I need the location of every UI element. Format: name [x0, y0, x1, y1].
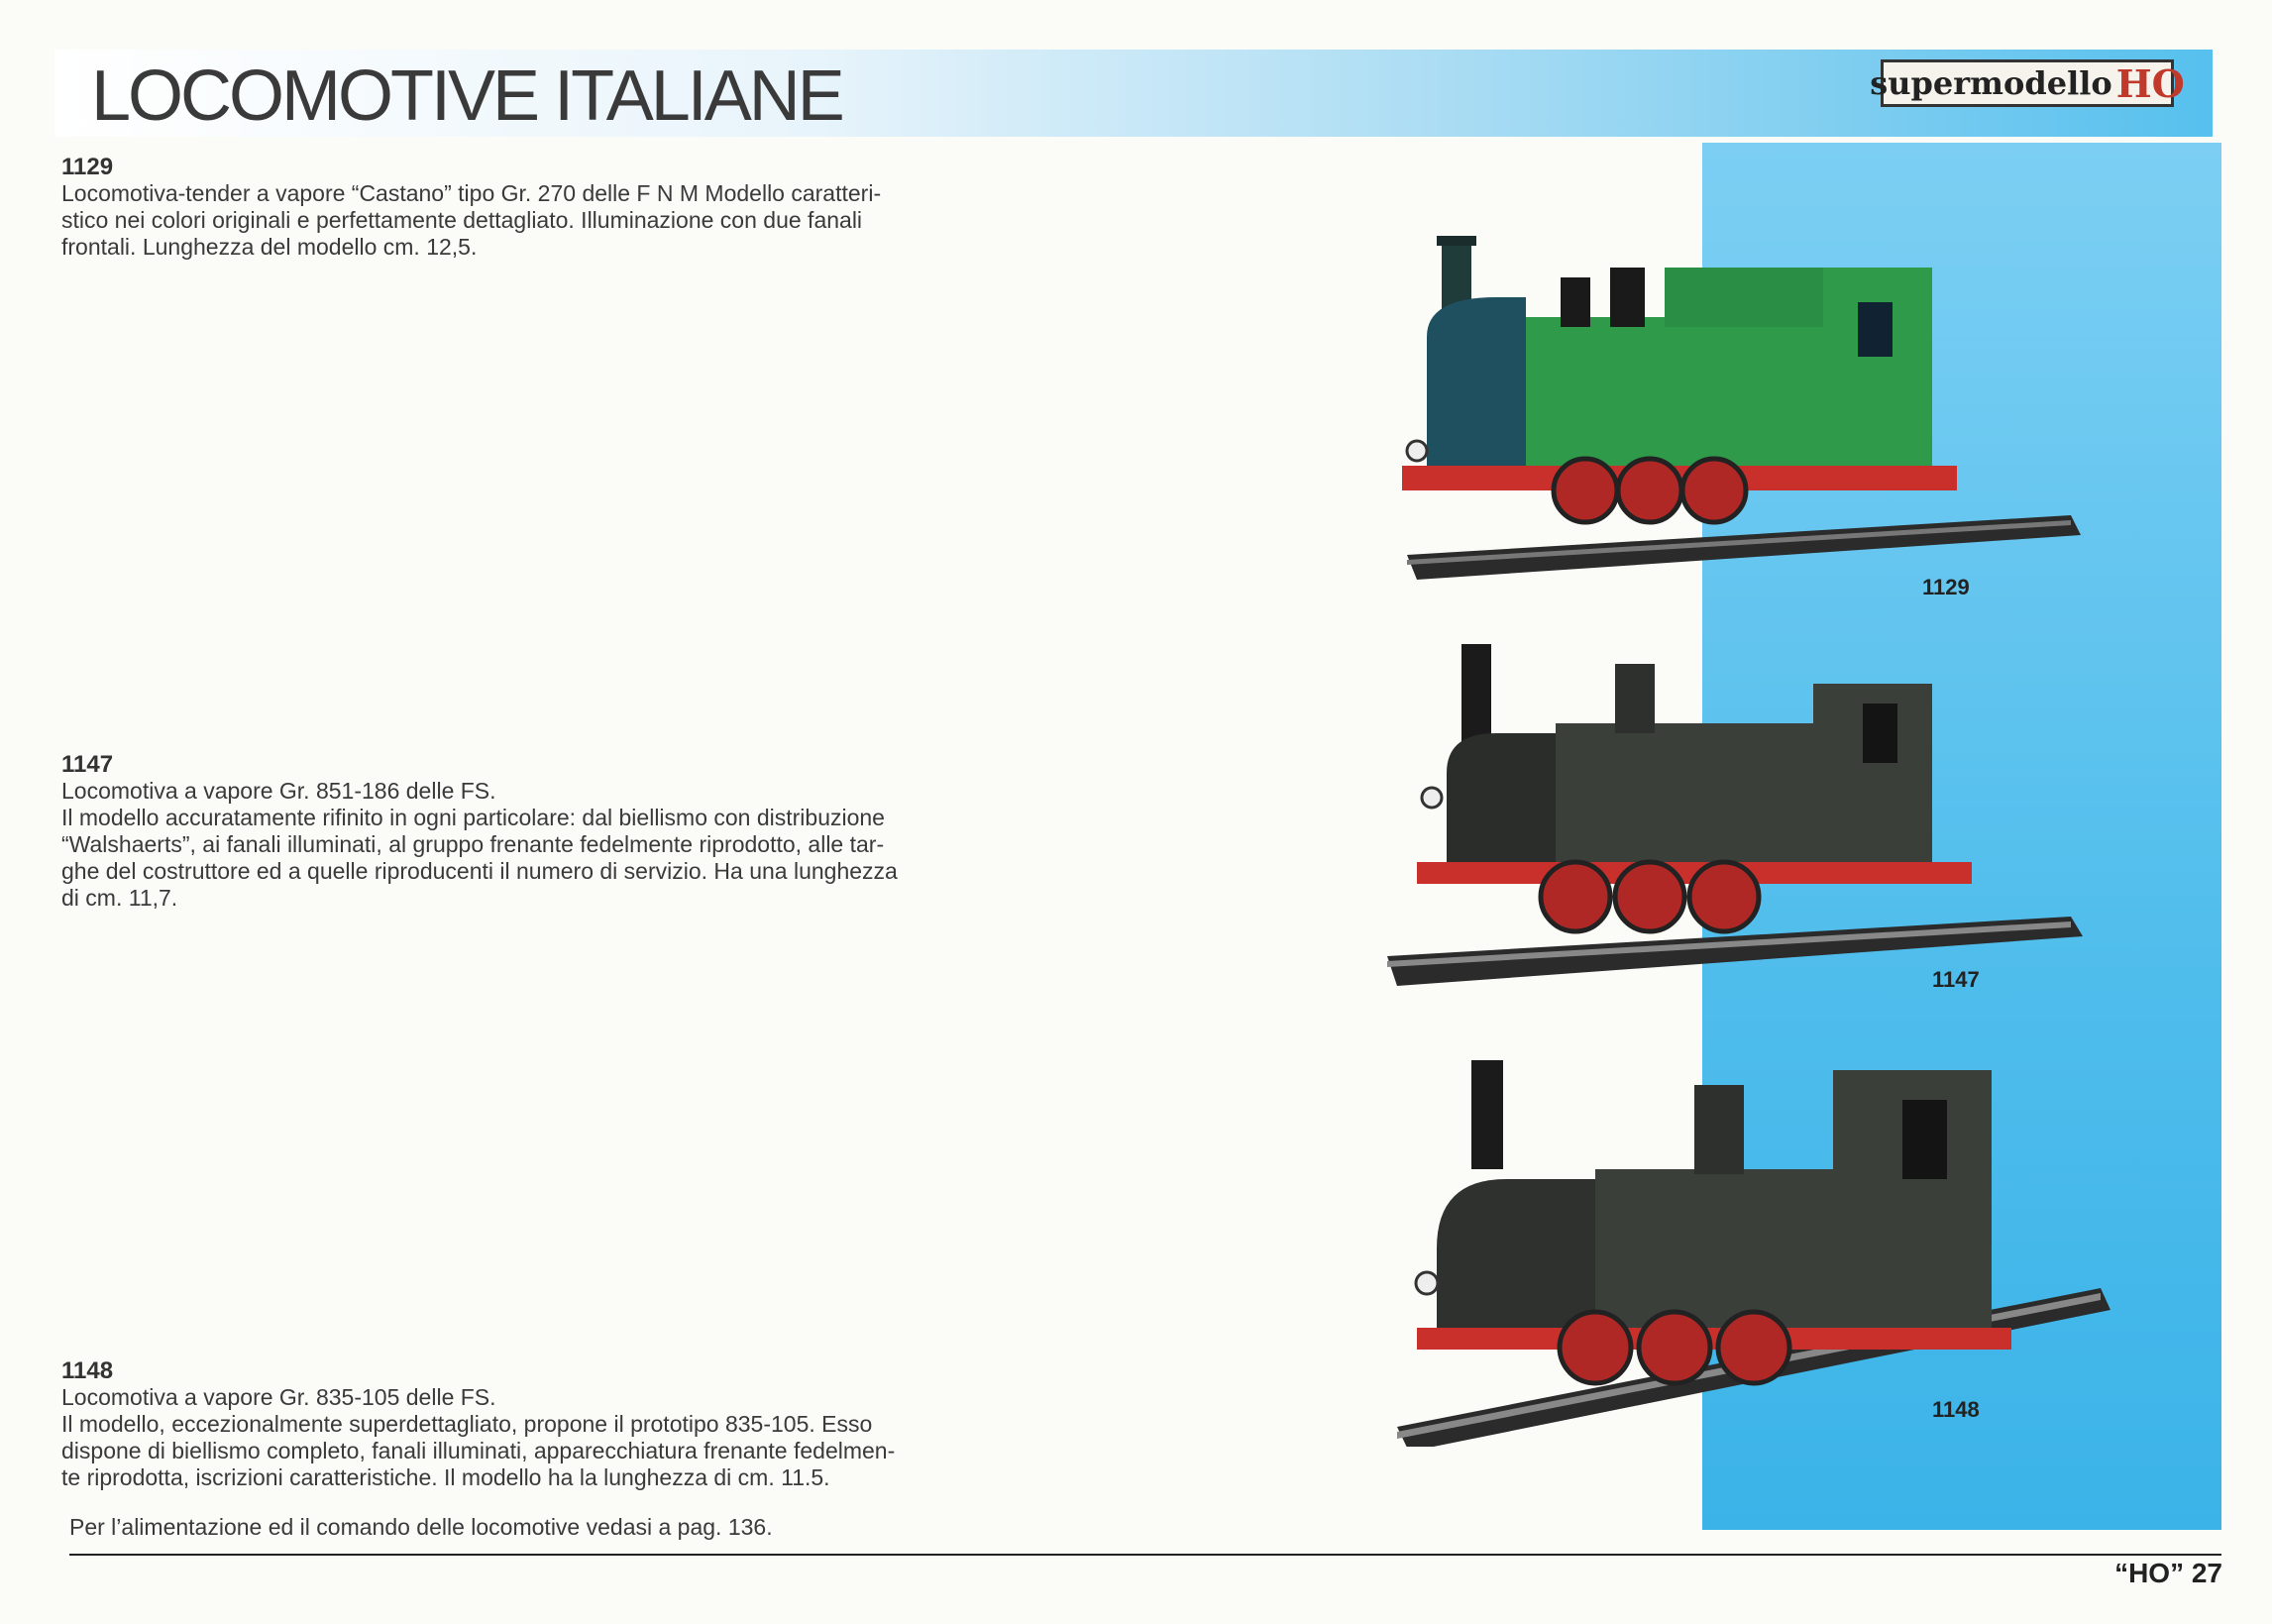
page-reference: “HO” 27	[2114, 1558, 2222, 1588]
product-1148-description: 1148 Locomotiva a vapore Gr. 835-105 del…	[61, 1357, 953, 1491]
description-line: frontali. Lunghezza del modello cm. 12,5…	[61, 234, 478, 260]
product-code: 1148	[61, 1357, 114, 1384]
description-line: Locomotiva-tender a vapore “Castano” tip…	[61, 180, 882, 206]
photo-caption: 1148	[1932, 1397, 1980, 1422]
header-band	[54, 50, 2213, 137]
description-line: Il modello, eccezionalmente superdettagl…	[61, 1411, 873, 1437]
brand-text: supermodello	[1870, 64, 2112, 102]
footer-rule	[69, 1554, 2221, 1556]
photo-caption: 1147	[1932, 967, 1980, 992]
product-code: 1129	[61, 154, 114, 180]
description-line: stico nei colori originali e perfettamen…	[61, 207, 863, 233]
description-line: Il modello accuratamente rifinito in ogn…	[61, 805, 885, 830]
description-line: te riprodotta, iscrizioni caratteristich…	[61, 1464, 830, 1490]
footnote: Per l’alimentazione ed il comando delle …	[69, 1514, 773, 1540]
photo-caption: 1129	[1922, 575, 1970, 599]
product-1129-description: 1129 Locomotiva-tender a vapore “Castano…	[61, 154, 953, 261]
description-line: di cm. 11,7.	[61, 885, 178, 911]
description-line: “Walshaerts”, ai fanali illuminati, al g…	[61, 831, 885, 857]
product-1147-description: 1147 Locomotiva a vapore Gr. 851-186 del…	[61, 751, 953, 912]
page-title: LOCOMOTIVE ITALIANE	[91, 56, 845, 136]
description-line: Locomotiva a vapore Gr. 835-105 delle FS…	[61, 1384, 496, 1410]
description-line: dispone di biellismo completo, fanali il…	[61, 1438, 896, 1463]
product-code: 1147	[61, 751, 114, 778]
description-line: ghe del costruttore ed a quelle riproduc…	[61, 858, 898, 884]
locomotive-1148-image	[1397, 1060, 2110, 1447]
brand-logo: supermodello HO	[1870, 59, 2185, 107]
description-line: Locomotiva a vapore Gr. 851-186 delle FS…	[61, 778, 496, 804]
locomotive-1147-image	[1387, 644, 2083, 986]
brand-mark: HO	[2115, 60, 2185, 106]
locomotive-1129-image	[1402, 236, 2081, 580]
